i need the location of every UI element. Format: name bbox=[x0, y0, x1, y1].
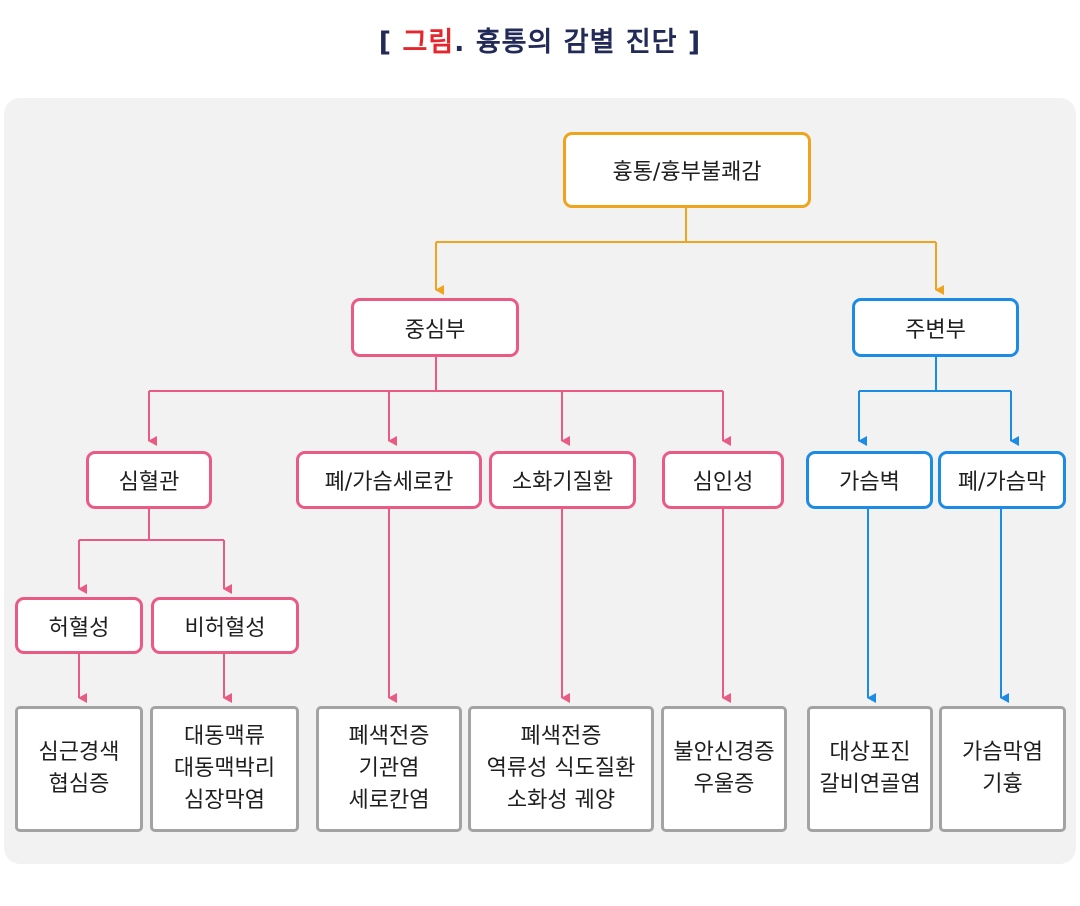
node-digestive: 소화기질환 bbox=[489, 451, 636, 509]
title-bracket-close: ] bbox=[687, 27, 702, 58]
title-text: . 흉통의 감별 진단 bbox=[454, 27, 678, 58]
leaf-psychogenic: 불안신경증 우울증 bbox=[661, 706, 787, 832]
leaf-chest-wall: 대상포진 갈비연골염 bbox=[807, 706, 933, 832]
leaf-item: 심근경색 bbox=[38, 740, 120, 766]
leaf-item: 가슴막염 bbox=[962, 740, 1043, 766]
node-chest-wall: 가슴벽 bbox=[806, 451, 933, 509]
leaf-ischemic: 심근경색 협심증 bbox=[15, 706, 143, 832]
node-lung-pleura: 폐/가슴막 bbox=[938, 451, 1066, 509]
leaf-non-ischemic: 대동맥류 대동맥박리 심장막염 bbox=[150, 706, 299, 832]
leaf-item: 기관염 bbox=[358, 756, 420, 782]
leaf-item: 폐색전증 bbox=[520, 724, 602, 750]
leaf-item: 대동맥류 bbox=[184, 724, 265, 750]
leaf-item: 세로칸염 bbox=[348, 787, 430, 813]
node-non-ischemic: 비허혈성 bbox=[151, 597, 299, 654]
node-peripheral: 주변부 bbox=[852, 298, 1019, 357]
node-psychogenic: 심인성 bbox=[662, 451, 784, 509]
leaf-item: 소화성 궤양 bbox=[506, 787, 616, 813]
node-ischemic: 허혈성 bbox=[15, 597, 143, 654]
diagram-title: [ 그림. 흉통의 감별 진단 ] bbox=[0, 20, 1080, 59]
leaf-digestive: 폐색전증 역류성 식도질환 소화성 궤양 bbox=[468, 706, 654, 832]
leaf-item: 불안신경증 bbox=[673, 740, 775, 766]
title-figure-label: 그림 bbox=[402, 27, 455, 58]
leaf-lung-pleura: 가슴막염 기흉 bbox=[939, 706, 1066, 832]
leaf-item: 협심증 bbox=[48, 772, 110, 797]
leaf-item: 역류성 식도질환 bbox=[486, 756, 636, 782]
leaf-item: 기흉 bbox=[982, 772, 1023, 797]
node-lung-mediastinum: 폐/가슴세로칸 bbox=[296, 451, 482, 509]
peripheral-connectors bbox=[858, 356, 1019, 703]
leaf-item: 대동맥박리 bbox=[173, 756, 276, 782]
leaf-item: 심장막염 bbox=[184, 787, 265, 813]
leaf-item: 우울증 bbox=[693, 772, 755, 797]
node-chest-pain: 흉통/흉부불쾌감 bbox=[563, 132, 811, 208]
leaf-item: 갈비연골염 bbox=[819, 772, 921, 797]
leaf-lung-mediastinum: 폐색전증 기관염 세로칸염 bbox=[316, 706, 462, 832]
node-central: 중심부 bbox=[351, 298, 519, 357]
root-connectors bbox=[435, 207, 944, 295]
central-connectors bbox=[78, 356, 731, 703]
leaf-item: 폐색전증 bbox=[348, 724, 430, 750]
leaf-item: 대상포진 bbox=[829, 740, 911, 766]
title-bracket-open: [ bbox=[378, 27, 393, 58]
node-cardiovascular: 심혈관 bbox=[86, 451, 212, 509]
